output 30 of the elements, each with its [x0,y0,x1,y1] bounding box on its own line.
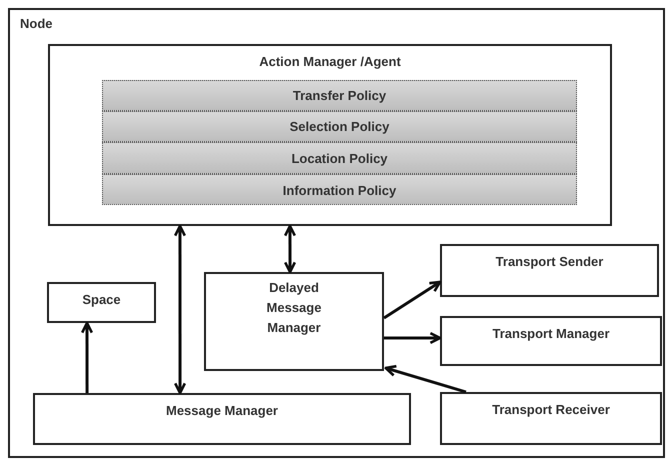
box-label: Message Manager [165,402,279,420]
arrow [383,280,442,320]
band-label: Location Policy [290,150,389,168]
arrow [384,332,442,344]
arrow [174,224,186,394]
box-label: Transport Receiver [491,401,611,419]
process-box [47,282,156,323]
band-label: Information Policy [282,182,398,200]
box-label: Action Manager /Agent [258,53,402,71]
process-box [204,272,384,371]
arrow [284,224,296,274]
policy-band [102,142,577,174]
agent-box [48,44,612,226]
arrow [80,322,94,393]
process-box [440,244,659,297]
box-label: Transport Sender [494,253,604,271]
box-label: Node [20,15,52,33]
container-box [8,8,665,458]
box-label: Space [81,291,122,309]
process-box [440,392,662,445]
process-box [33,393,411,445]
box-label: Delayed Message Manager [266,279,322,338]
policy-band [102,80,577,111]
band-label: Selection Policy [288,118,390,136]
arrow [384,364,466,394]
band-label: Transfer Policy [292,87,388,105]
box-label: Transport Manager [491,325,611,343]
process-box [440,316,662,366]
policy-band [102,174,577,205]
policy-band [102,111,577,142]
